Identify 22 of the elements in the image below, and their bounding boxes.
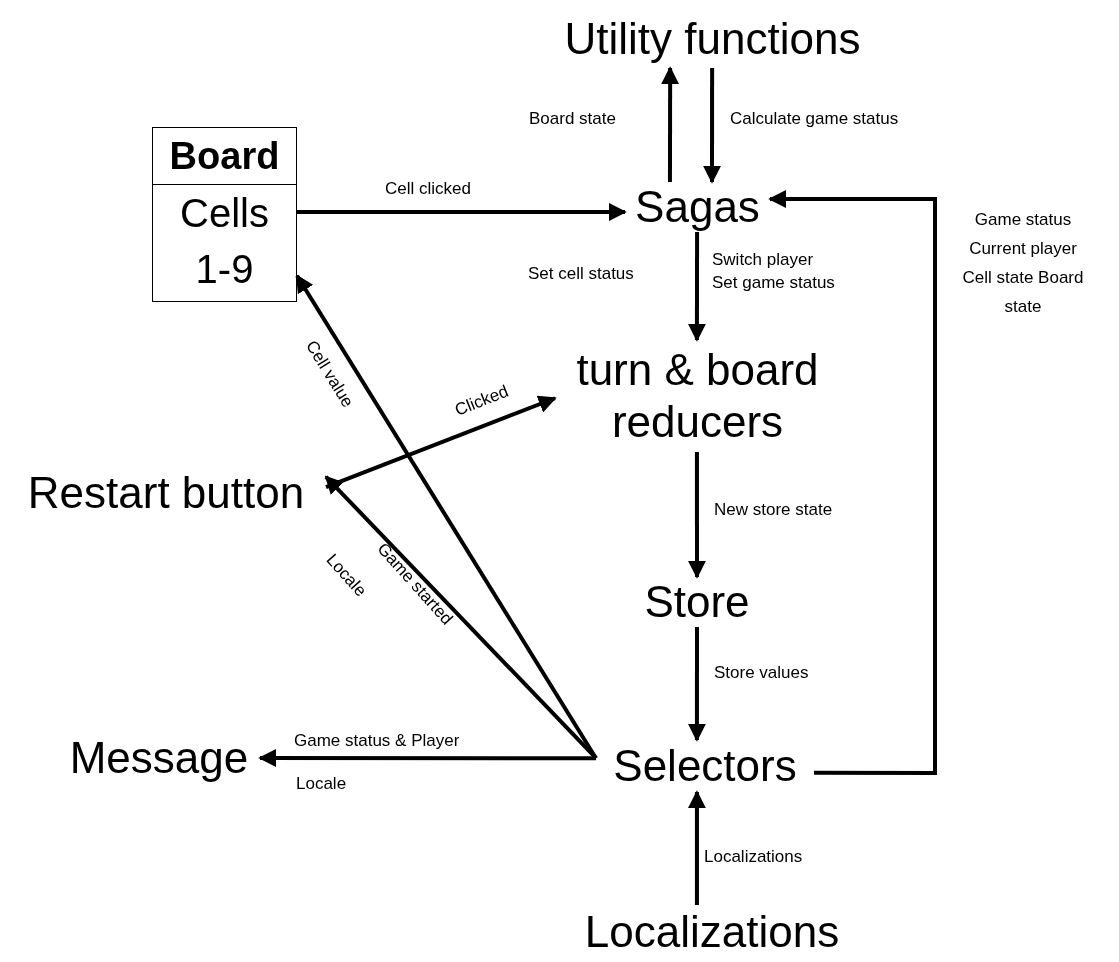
node-label: Utility functions — [564, 13, 861, 65]
node-label: Sagas — [635, 181, 760, 233]
node-label: turn & board reducers — [575, 344, 820, 448]
arrow — [687, 232, 706, 342]
arrow — [687, 790, 706, 905]
arrow — [768, 190, 937, 775]
arrow — [295, 274, 598, 760]
node-label: Store — [644, 576, 750, 628]
arrow — [258, 749, 596, 767]
box-heading: Board — [153, 128, 296, 185]
node-label: Message — [69, 732, 249, 784]
arrow — [297, 203, 627, 221]
arrow — [703, 68, 721, 184]
arrow — [325, 395, 557, 489]
node-label: Localizations — [584, 906, 840, 958]
arrow — [688, 452, 706, 579]
arrow — [687, 627, 706, 742]
node-label: Restart button — [27, 467, 305, 519]
node-label: Selectors — [613, 740, 797, 792]
board-box — [152, 127, 297, 302]
box-text: Cells 1-9 — [179, 190, 270, 293]
arrow — [661, 66, 680, 182]
